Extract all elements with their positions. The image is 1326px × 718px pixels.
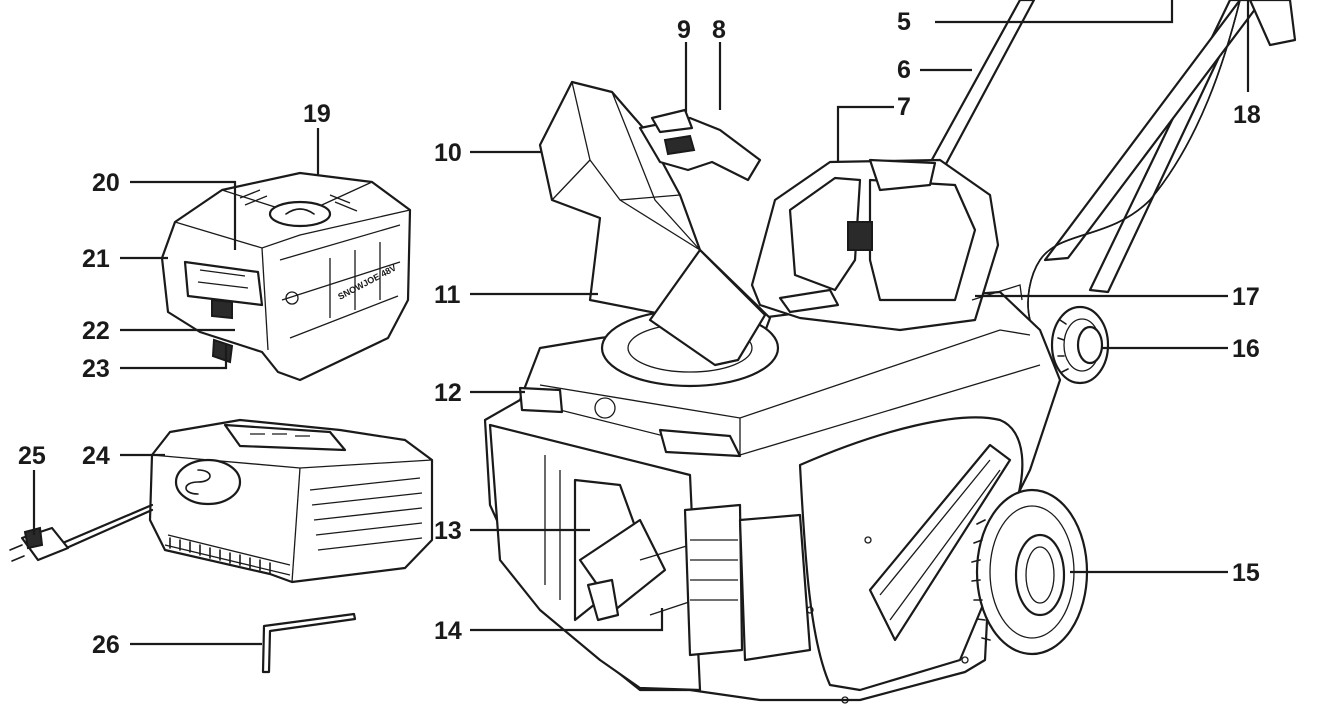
callout-8: 8 bbox=[712, 16, 726, 44]
callout-12: 12 bbox=[434, 379, 462, 407]
callout-23: 23 bbox=[82, 355, 110, 383]
callout-6: 6 bbox=[897, 56, 911, 84]
callout-labels: 5 6 7 8 9 10 11 12 13 14 15 16 17 18 19 … bbox=[18, 8, 1261, 659]
leader-5 bbox=[935, 0, 1174, 24]
leader-23 bbox=[120, 345, 228, 370]
battery-charger bbox=[148, 418, 434, 584]
callout-25: 25 bbox=[18, 442, 46, 470]
callout-11: 11 bbox=[434, 281, 461, 309]
callout-16: 16 bbox=[1232, 335, 1260, 363]
callout-13: 13 bbox=[434, 517, 462, 545]
callout-26: 26 bbox=[92, 631, 120, 659]
snow-blower bbox=[483, 0, 1297, 704]
hex-key bbox=[261, 612, 357, 674]
leader-20 bbox=[130, 180, 237, 250]
power-cord-plug bbox=[9, 503, 154, 562]
callout-18: 18 bbox=[1233, 101, 1261, 129]
leader-7 bbox=[836, 105, 894, 162]
callout-19: 19 bbox=[303, 100, 331, 128]
leader-lines bbox=[32, 0, 1250, 646]
callout-15: 15 bbox=[1232, 559, 1260, 587]
callout-5: 5 bbox=[897, 8, 911, 36]
callout-17: 17 bbox=[1232, 283, 1260, 311]
leader-14 bbox=[470, 608, 664, 632]
callout-7: 7 bbox=[897, 93, 911, 121]
battery-pack: SNOWJOE 48V bbox=[160, 171, 412, 382]
callout-20: 20 bbox=[92, 169, 120, 197]
callout-10: 10 bbox=[434, 139, 462, 167]
callout-22: 22 bbox=[82, 317, 110, 345]
callout-24: 24 bbox=[82, 442, 110, 470]
callout-14: 14 bbox=[434, 617, 462, 645]
callout-9: 9 bbox=[677, 16, 691, 44]
callout-21: 21 bbox=[82, 245, 110, 273]
